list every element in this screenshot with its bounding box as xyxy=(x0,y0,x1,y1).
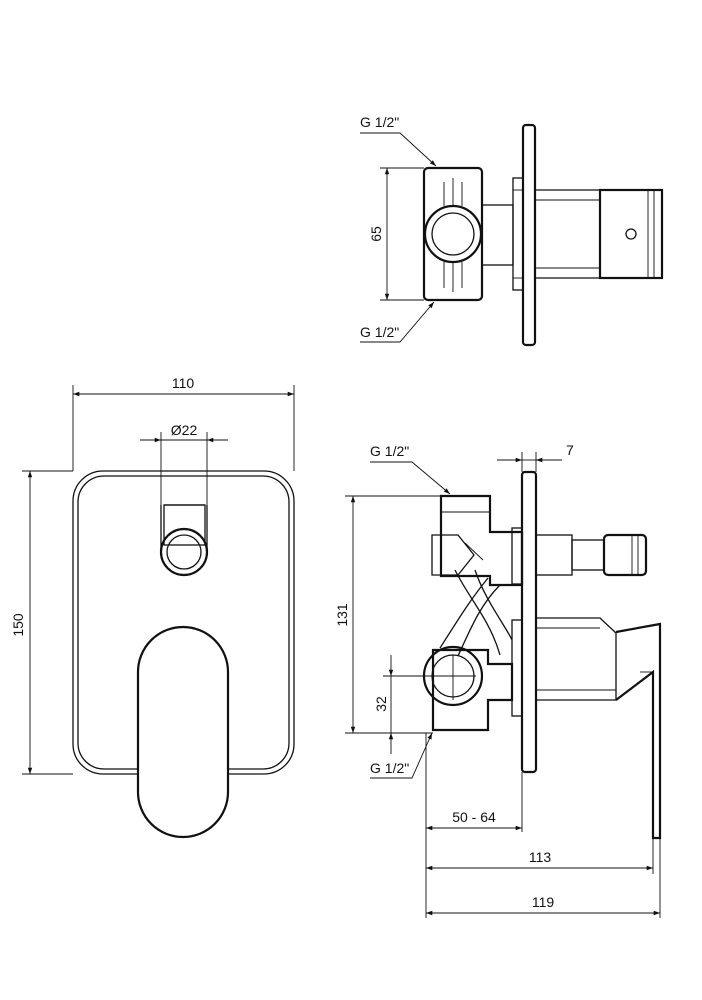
top-view-inlet-circle-inner xyxy=(431,212,475,256)
top-view-inlet-top-label: G 1/2" xyxy=(360,114,399,130)
side-view-plate-thickness-label: 7 xyxy=(566,442,574,458)
top-view-handle-pin xyxy=(625,228,637,240)
front-view-diameter-label: Ø22 xyxy=(171,422,198,438)
front-view-lever-handle xyxy=(136,625,230,839)
front-view-height-label: 150 xyxy=(10,613,26,637)
top-view-handle xyxy=(598,188,664,280)
front-view-knob-outer xyxy=(159,527,209,577)
side-view-upper-body xyxy=(439,494,524,587)
top-view-flange xyxy=(512,177,524,291)
side-view-cartridge xyxy=(535,617,617,701)
side-view-depth-handle-label: 113 xyxy=(529,849,552,865)
side-view-depth-range-label: 50 - 64 xyxy=(452,809,496,825)
top-view-inlet-bottom-label: G 1/2" xyxy=(360,324,399,340)
top-view-neck xyxy=(481,204,514,266)
side-view: 7 G 1/2" 131 32 G 1/2" 50 - 64 113 119 xyxy=(334,442,662,918)
front-view: 110 Ø22 150 xyxy=(10,375,295,839)
side-view-depth-total-label: 119 xyxy=(532,894,555,910)
top-view: 65 G 1/2" G 1/2" xyxy=(360,114,664,347)
side-view-inlet-top-label: G 1/2" xyxy=(370,443,409,459)
side-view-height-label: 131 xyxy=(334,603,350,627)
top-view-inlet-circle-outer xyxy=(423,204,483,264)
front-view-width-label: 110 xyxy=(172,375,195,391)
top-view-height-label: 65 xyxy=(368,226,384,242)
front-view-handle-slot xyxy=(163,504,206,546)
top-view-wall-plate xyxy=(521,123,537,347)
side-view-diverter-spindle xyxy=(535,534,573,576)
side-view-inlet-bottom-label: G 1/2" xyxy=(370,760,409,776)
side-view-cross-pipe xyxy=(454,569,501,656)
side-view-wall-plate xyxy=(520,470,538,774)
side-view-lever-handle xyxy=(615,622,662,840)
side-view-lower-body xyxy=(431,648,514,732)
front-view-knob-inner xyxy=(166,534,202,570)
top-view-cartridge-sleeve xyxy=(534,189,601,279)
side-view-outlet-offset-label: 32 xyxy=(373,696,389,712)
